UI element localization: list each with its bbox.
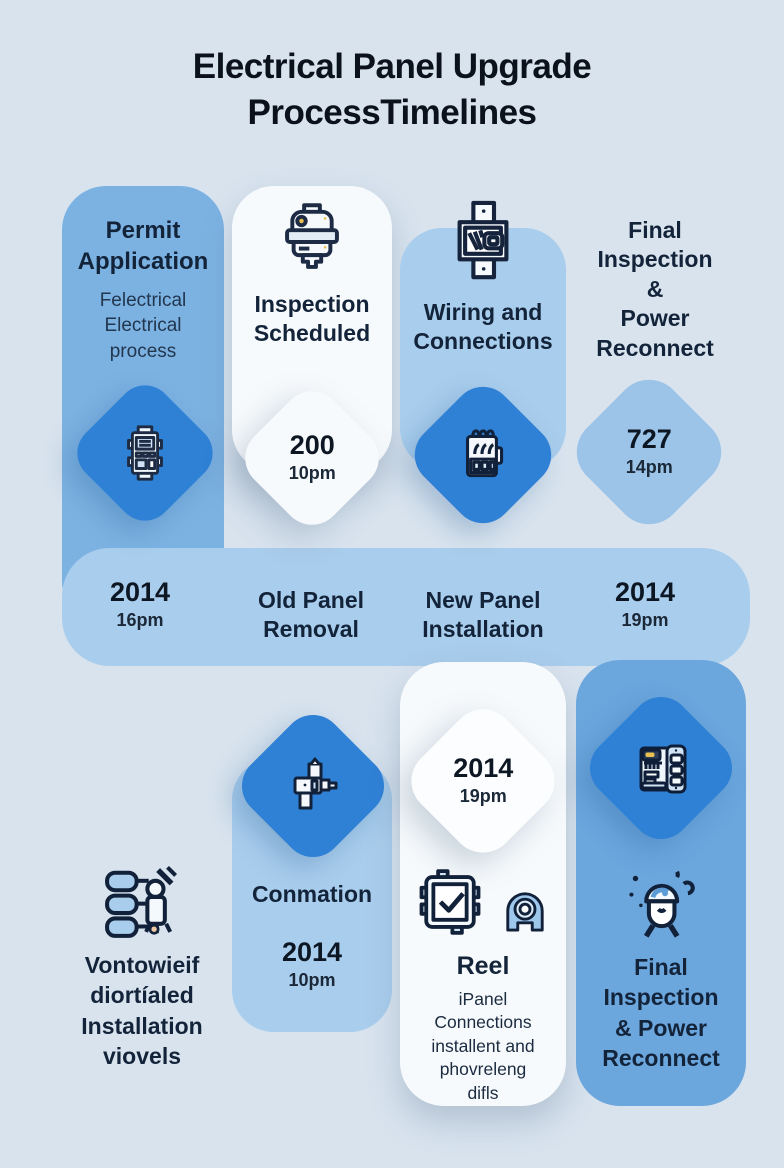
permit-title: Permit Application [77,217,209,275]
page-title: Electrical Panel Upgrade ProcessTimeline… [192,47,592,133]
reel-subtitle: iPanel Connections installent and phovre… [431,989,535,1103]
checklist-icon [412,864,488,940]
band-right-value: 2014 [614,577,676,607]
electric-meter-icon [270,194,354,290]
inspection-badge-value: 200 [289,430,335,461]
outlet-wiring-icon [439,190,527,290]
final-top-diamond: 727 14pm [562,365,736,539]
permit-diamond [65,373,225,533]
band-new-panel-label: New Panel Installation [422,587,544,643]
band-old-panel-label: Old Panel Removal [257,587,365,643]
panel-machine-icon [629,736,693,800]
reel-badge-value: 2014 [452,753,514,784]
wiring-title: Wiring and Connections [413,299,553,355]
confirmation-title: Conmation [251,881,373,907]
reel-icons-row [400,864,566,940]
drill-icon [281,754,345,818]
final-top-title: Final Inspection & Power Reconnect [596,217,714,361]
confirmation-badge-value: 2014 [281,937,343,967]
left-note-text: Vontowieif diortíaled Installation viove… [81,952,203,1070]
band-left-value: 2014 [109,577,171,607]
notepad-icon [450,422,516,488]
permit-subtitle: Felectrical Electrical process [99,290,187,362]
confirmation-diamond [229,702,397,870]
band-right-time: 19pm [621,609,669,630]
final-top-badge-time: 14pm [625,457,673,478]
confirmation-badge: 2014 10pm [232,937,392,991]
timeline-band [62,548,750,666]
reel-title: Reel [456,952,510,980]
alarm-clock-icon [618,858,704,950]
band-left-time: 16pm [116,609,164,630]
webcam-icon [496,882,554,940]
inspection-badge-time: 10pm [288,463,336,484]
band-milestone-left: 2014 16pm [88,577,192,631]
final-top-badge-value: 727 [626,424,672,455]
final-bottom-diamond [577,684,745,852]
band-milestone-right: 2014 19pm [593,577,697,631]
inspection-title: Inspection Scheduled [253,291,371,347]
final-bottom-title: Final Inspection & Power Reconnect [602,954,720,1072]
confirmation-badge-time: 10pm [288,969,336,990]
reel-badge-time: 19pm [459,786,507,807]
wiring-diamond [402,374,564,536]
connectors-tool-icon [99,862,185,948]
electrical-panel-icon [114,422,176,484]
